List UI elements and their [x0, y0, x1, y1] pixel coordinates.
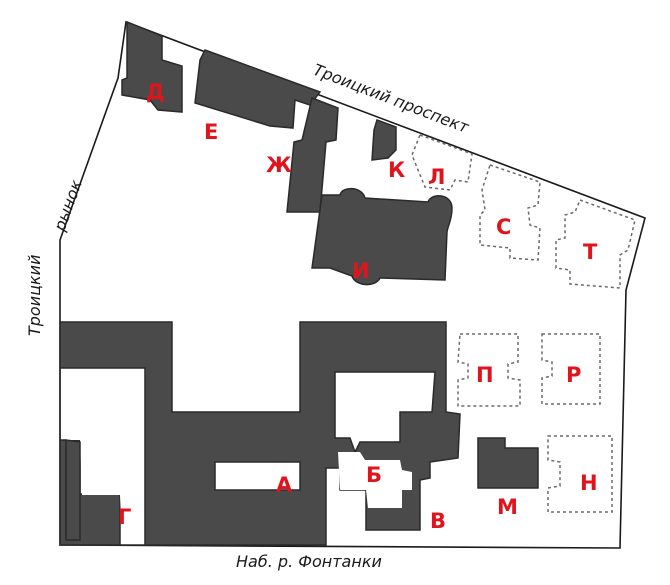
- street-fontanka-embankment: Наб. р. Фонтанки: [236, 552, 382, 571]
- courtyard-g: [66, 372, 142, 540]
- label-t: Т: [583, 240, 598, 264]
- label-m: М: [497, 495, 518, 519]
- ghost-building-r: [541, 333, 601, 405]
- label-e: Е: [204, 120, 218, 144]
- label-p: П: [476, 363, 494, 387]
- label-zh: Ж: [266, 153, 292, 177]
- ghost-building-n: [547, 435, 613, 513]
- label-n: Н: [580, 471, 598, 495]
- building-m: [477, 437, 539, 489]
- building-g: [65, 439, 81, 541]
- label-a: А: [276, 473, 293, 497]
- label-l: Л: [428, 165, 445, 189]
- ghost-building-p: [457, 333, 521, 407]
- building-e: [194, 49, 322, 129]
- ghost-building-l: [411, 134, 473, 191]
- label-i: И: [352, 259, 370, 283]
- street-trotsky-market-line1: Троицкий: [25, 255, 44, 336]
- label-k: К: [388, 158, 405, 182]
- site-boundary: [59, 20, 646, 549]
- label-b: Б: [366, 463, 382, 487]
- street-trotsky-market-line2: рынок: [50, 177, 86, 234]
- label-s: С: [496, 215, 511, 239]
- courtyard-b: [338, 452, 412, 508]
- label-r: Р: [566, 363, 581, 387]
- label-v: В: [430, 509, 446, 533]
- building-i: [311, 187, 453, 286]
- building-k: [371, 119, 397, 161]
- label-d: Д: [146, 80, 165, 104]
- ghost-building-s: [479, 164, 541, 261]
- ghost-building-t: [555, 199, 636, 289]
- building-d: [121, 20, 183, 113]
- label-g: Г: [118, 505, 131, 529]
